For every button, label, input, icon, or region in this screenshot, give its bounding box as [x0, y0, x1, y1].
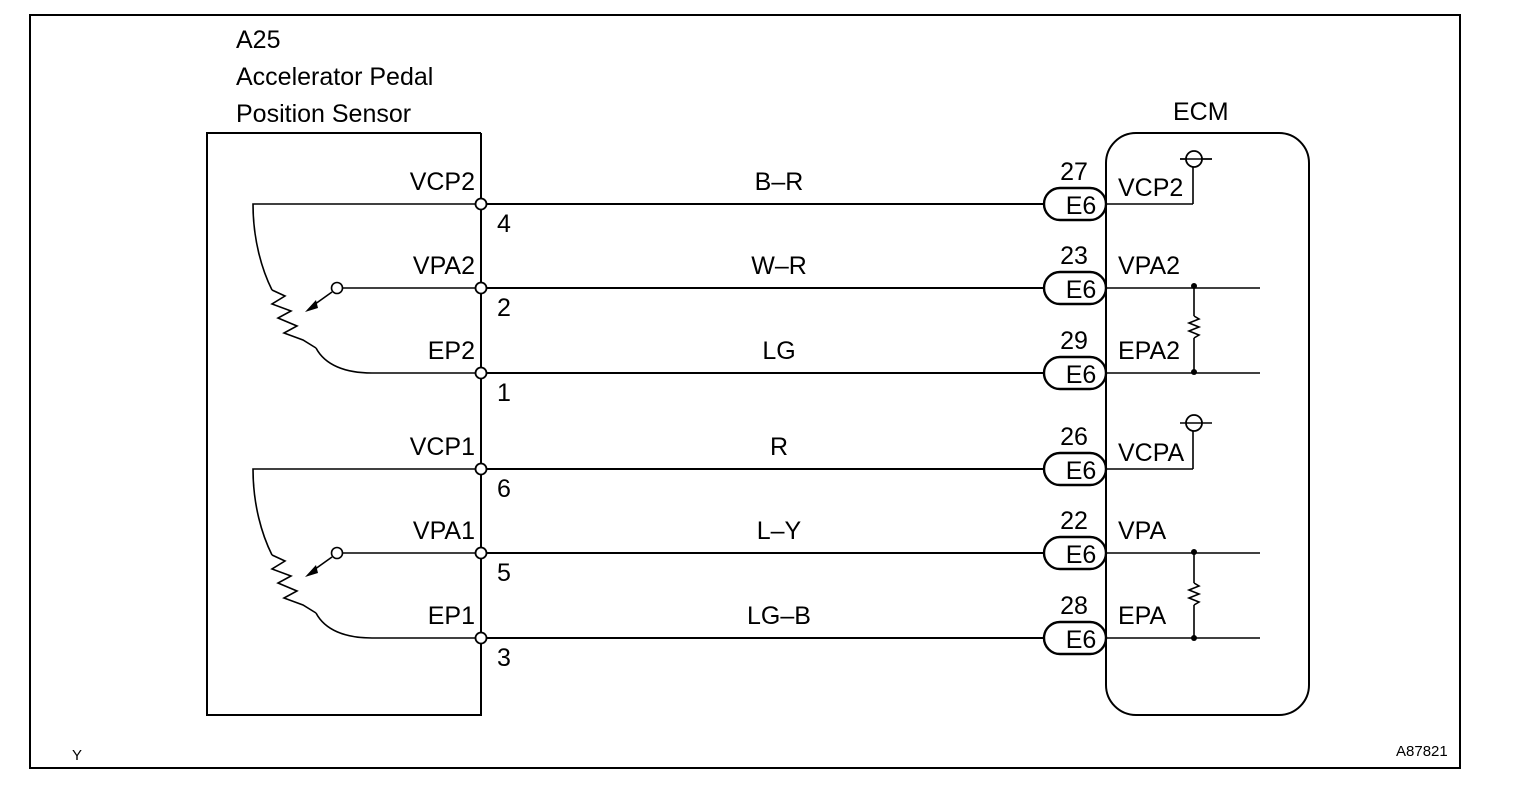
connector-icon [1042, 535, 1108, 571]
ecm-terminal-label: VCP2 [1118, 174, 1183, 202]
connector-icon [1042, 270, 1108, 306]
sensor-terminal-label: VPA2 [413, 252, 475, 280]
sensor-terminal-label: EP2 [428, 337, 475, 365]
vpa2-epa2-resistor-icon [1186, 283, 1202, 375]
connector-icon [1042, 451, 1108, 487]
sensor-terminal-label: VCP2 [410, 168, 475, 196]
connector-label: E6 [1066, 457, 1097, 485]
ecm-terminal-label: VCPA [1118, 439, 1185, 467]
wire-color-label: L–Y [757, 517, 802, 545]
connector-label: E6 [1066, 192, 1097, 220]
wire-color-label: B–R [755, 168, 804, 196]
ecm-terminal-label: VPA [1118, 517, 1166, 545]
sensor1-potentiometer [252, 468, 481, 639]
sensor-terminal-icon [474, 281, 488, 295]
connector-icon [1042, 355, 1108, 391]
vcpa-reference-voltage-icon [1180, 414, 1212, 469]
ecm-box [1105, 132, 1310, 716]
sensor-terminal-icon [474, 197, 488, 211]
connector-label: E6 [1066, 276, 1097, 304]
ecm-title: ECM [1173, 98, 1229, 126]
connector-icon [1042, 186, 1108, 222]
sensor-terminal-icon [474, 366, 488, 380]
ecm-pin-number: 29 [1060, 327, 1088, 355]
sensor-terminal-label: EP1 [428, 602, 475, 630]
connector-label: E6 [1066, 626, 1097, 654]
sensor-name-line2: Position Sensor [236, 100, 411, 128]
ecm-terminal-label: EPA2 [1118, 337, 1180, 365]
connector-label: E6 [1066, 361, 1097, 389]
sensor-terminal-label: VPA1 [413, 517, 475, 545]
ecm-terminal-label: EPA [1118, 602, 1166, 630]
sensor-pin-number: 3 [497, 644, 511, 672]
sensor-pin-number: 6 [497, 475, 511, 503]
connector-icon [1042, 620, 1108, 656]
ecm-pin-number: 23 [1060, 242, 1088, 270]
vcp2-reference-voltage-icon [1180, 150, 1212, 204]
wire-color-label: R [770, 433, 788, 461]
sensor-terminal-icon [474, 631, 488, 645]
ecm-pin-number: 28 [1060, 592, 1088, 620]
vpa-epa-resistor-icon [1186, 549, 1202, 641]
sensor-box [206, 132, 482, 716]
ecm-pin-number: 27 [1060, 158, 1088, 186]
sensor-code: A25 [236, 26, 280, 54]
ecm-pin-number: 22 [1060, 507, 1088, 535]
sensor-terminal-icon [474, 462, 488, 476]
connector-label: E6 [1066, 541, 1097, 569]
wire-color-label: W–R [751, 252, 807, 280]
sensor-pin-number: 5 [497, 559, 511, 587]
wire-color-label: LG–B [747, 602, 811, 630]
sensor-pin-number: 4 [497, 210, 511, 238]
diagram-frame [29, 14, 1461, 769]
figure-code: A87821 [1396, 743, 1448, 760]
wire-color-label: LG [762, 337, 795, 365]
sensor-terminal-label: VCP1 [410, 433, 475, 461]
sensor-terminal-icon [474, 546, 488, 560]
sensor-pin-number: 2 [497, 294, 511, 322]
ecm-terminal-label: VPA2 [1118, 252, 1180, 280]
footer-left-mark: Y [72, 747, 82, 764]
ecm-pin-number: 26 [1060, 423, 1088, 451]
sensor-pin-number: 1 [497, 379, 511, 407]
sensor-name-line1: Accelerator Pedal [236, 63, 433, 91]
sensor2-potentiometer [252, 203, 481, 374]
